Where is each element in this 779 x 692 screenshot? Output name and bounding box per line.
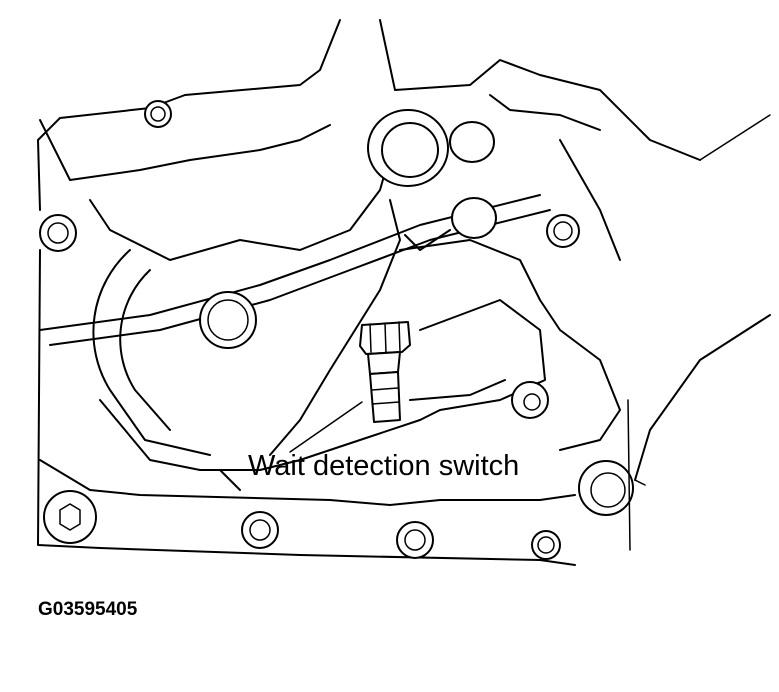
figure-edge-lines (627, 114, 771, 551)
case-rib-lines (39, 119, 551, 346)
callout-label: Wait detection switch (248, 450, 520, 482)
large-bore (92, 249, 211, 456)
case-flange-top (39, 94, 621, 261)
mid-knob (451, 197, 497, 239)
leader-line (289, 401, 363, 453)
figure-id: G03595405 (38, 599, 138, 620)
shaft (269, 199, 451, 456)
case-outline (37, 19, 771, 566)
bolt-group (39, 100, 634, 560)
lower-pan (39, 399, 576, 506)
wait-detection-switch (359, 321, 411, 423)
upper-knob (449, 121, 495, 163)
upper-bore-inner (381, 122, 439, 178)
switch-plate (399, 239, 621, 451)
